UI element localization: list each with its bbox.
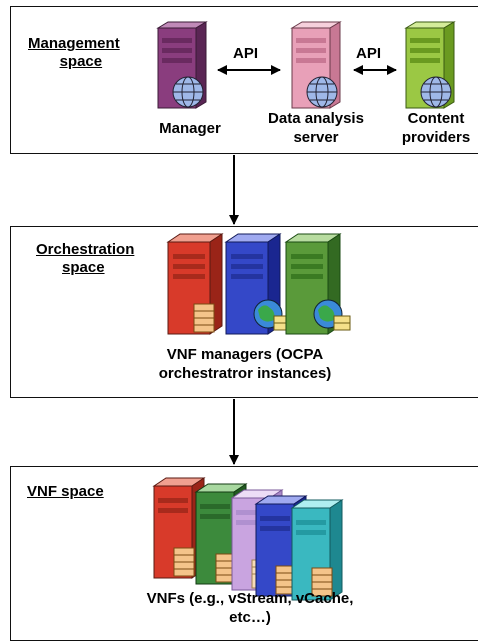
manager-label: Manager xyxy=(159,120,221,137)
data-analysis-server-icon xyxy=(290,21,342,109)
content-providers-label: Content providers xyxy=(394,110,478,148)
cp-line1: Content xyxy=(407,110,465,127)
vnf-managers-caption: VNF managers (OCPA orchestratror instanc… xyxy=(100,346,390,384)
data-analysis-server-label: Data analysis server xyxy=(256,110,376,148)
vnf-space-title: VNF space xyxy=(27,483,104,500)
das-line2: server xyxy=(293,128,339,146)
vnf-managers-caption-line2: orchestratror instances) xyxy=(158,364,332,382)
arrow-management-to-orchestration xyxy=(229,155,239,225)
content-providers-server-icon xyxy=(404,21,456,109)
api-label-left: API xyxy=(233,45,259,62)
management-space-title: Management space xyxy=(28,35,120,71)
management-space-box: Management space xyxy=(10,6,478,154)
cp-line2: providers xyxy=(401,128,471,146)
vnf-manager-green-server-icon xyxy=(284,233,351,335)
arrow-orchestration-to-vnf xyxy=(229,399,239,465)
api-label-right: API xyxy=(356,45,382,62)
vnf-teal-server-icon xyxy=(290,499,344,601)
vnfs-caption: VNFs (e.g., vStream, vCache, etc…) xyxy=(100,590,400,628)
management-title-line2: space xyxy=(59,53,103,70)
vnfs-caption-line2: etc…) xyxy=(229,608,271,626)
management-title-line1: Management xyxy=(28,35,120,52)
api-double-arrow-right xyxy=(353,65,397,75)
vnf-manager-red-server-icon xyxy=(166,233,224,335)
vnf-managers-caption-line1: VNF managers (OCPA xyxy=(166,346,324,363)
manager-server-icon xyxy=(156,21,208,109)
orchestration-title-line2: space xyxy=(62,259,105,276)
orchestration-title-line1: Orchestration xyxy=(36,241,135,258)
api-double-arrow-left xyxy=(217,65,281,75)
vnfs-caption-line1: VNFs (e.g., vStream, vCache, xyxy=(146,590,354,607)
das-line1: Data analysis xyxy=(268,110,364,127)
orchestration-space-title: Orchestration space xyxy=(36,241,134,277)
